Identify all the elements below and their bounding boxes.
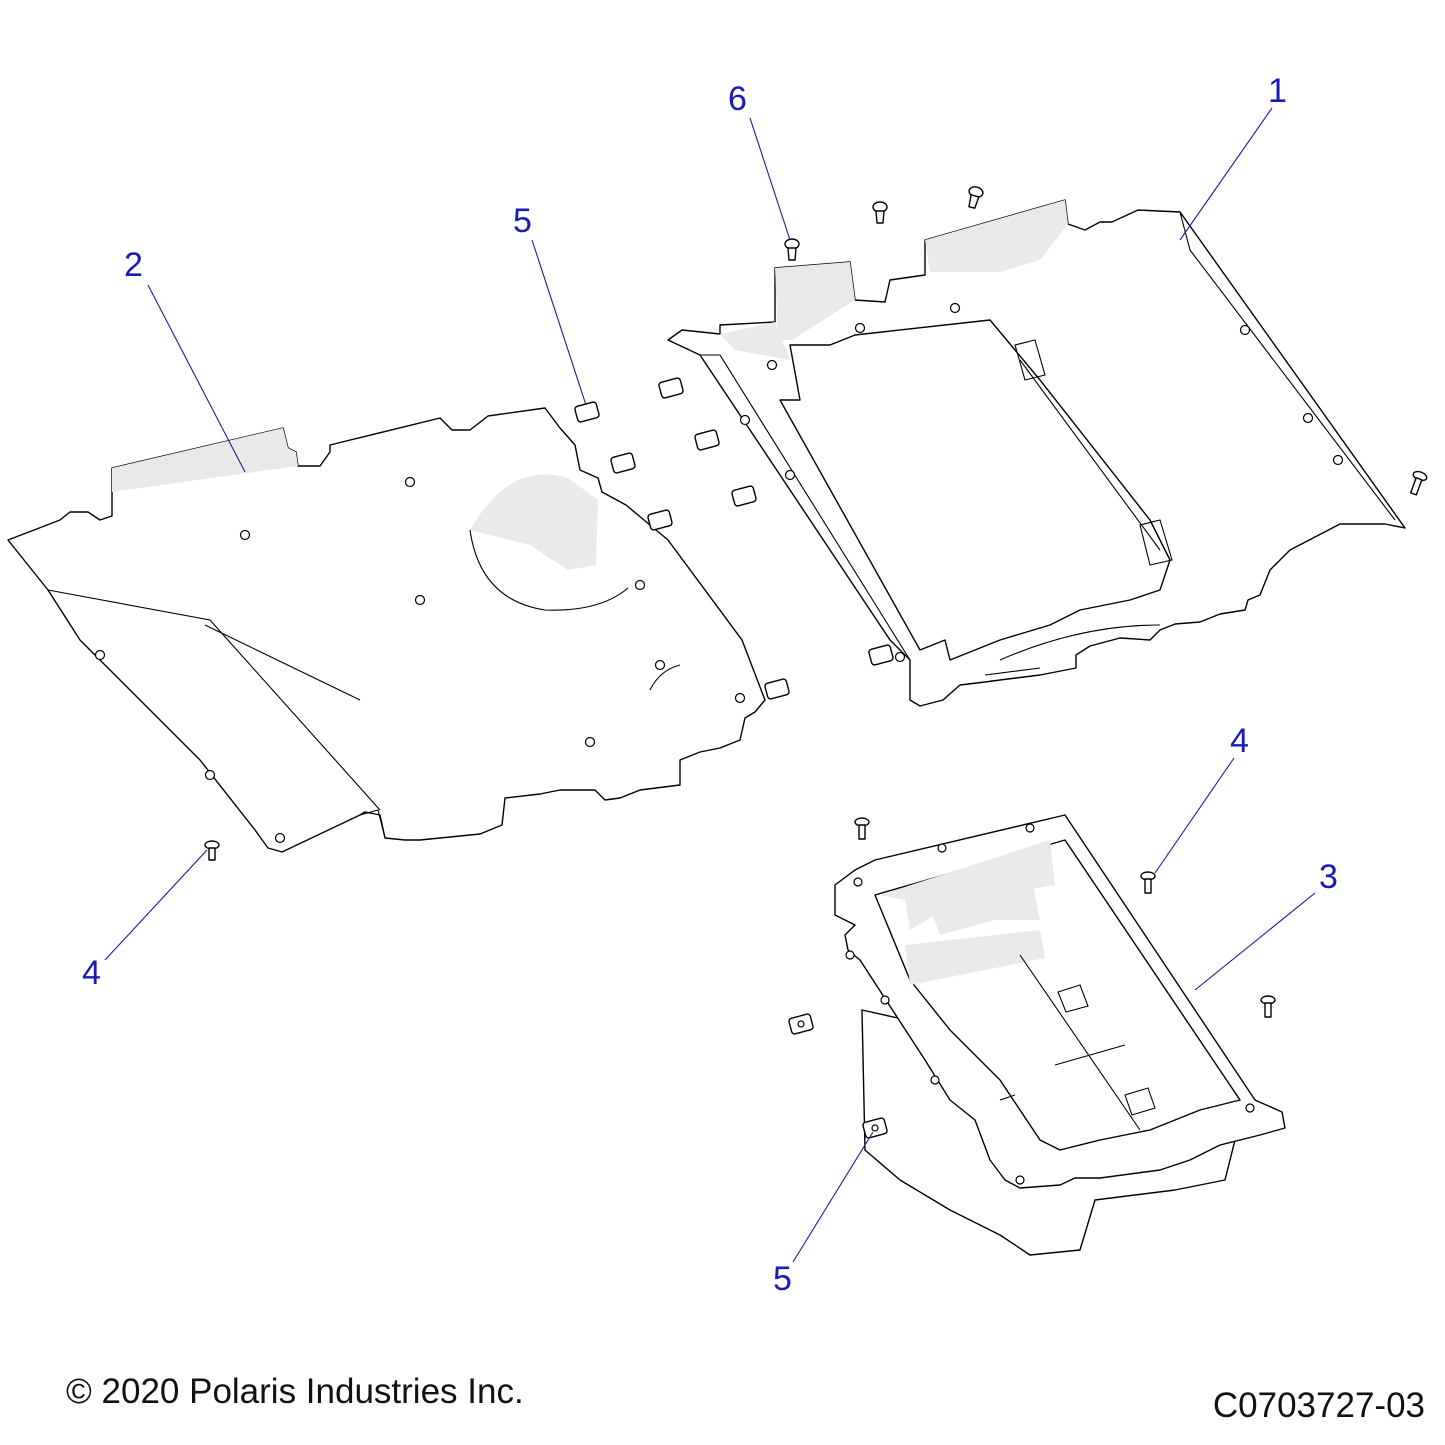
callout-4-left: 4 xyxy=(82,954,101,992)
callout-6: 6 xyxy=(728,80,747,118)
callout-3: 3 xyxy=(1319,858,1338,896)
part-6-push-rivets[interactable] xyxy=(784,185,984,261)
part-2-left-floor-panel[interactable] xyxy=(7,407,766,853)
leader-lines xyxy=(104,107,1316,1263)
part-1-right-floor-panel[interactable] xyxy=(667,199,1406,707)
callout-5-top: 5 xyxy=(513,202,532,240)
part-5-clip-nuts[interactable] xyxy=(574,377,894,1139)
part-4-screws[interactable] xyxy=(204,470,1428,1018)
callout-1: 1 xyxy=(1268,72,1287,110)
callout-2: 2 xyxy=(124,246,143,284)
copyright-notice: © 2020 Polaris Industries Inc. xyxy=(66,1372,524,1411)
part-3-storage-box[interactable] xyxy=(834,814,1286,1256)
callout-5-bottom: 5 xyxy=(773,1260,792,1298)
drawing-number: C0703727-03 xyxy=(1212,1386,1425,1425)
callout-4-right: 4 xyxy=(1230,722,1249,760)
callout-labels: 1 2 3 4 4 5 5 6 xyxy=(82,72,1338,1298)
